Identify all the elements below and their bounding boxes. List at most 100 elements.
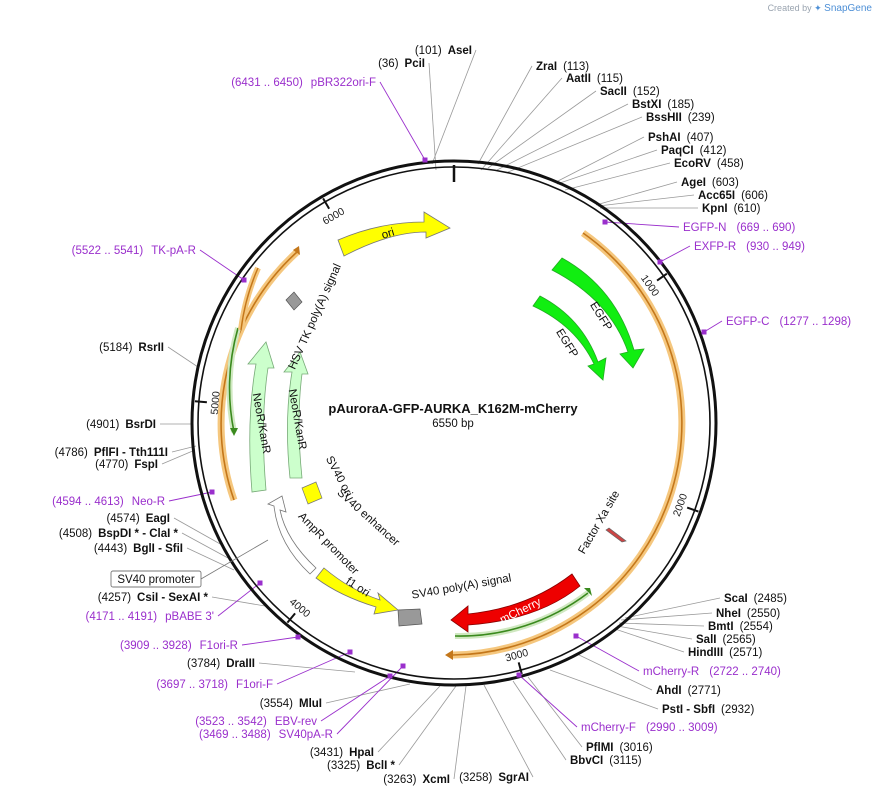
restriction-site-label[interactable]: (3263)XcmI — [383, 774, 450, 786]
feature-neor-outer-arrow — [247, 341, 275, 493]
primer-leader — [336, 665, 404, 735]
restriction-site-label[interactable]: PshAI(407) — [648, 132, 714, 144]
orf-line-left-inner — [228, 327, 239, 433]
restriction-site-label[interactable]: AatII(115) — [566, 73, 623, 85]
site-leader — [555, 136, 645, 183]
site-leader — [480, 77, 563, 171]
restriction-site-label[interactable]: KpnI(610) — [702, 203, 761, 215]
orf-line-right — [452, 232, 683, 656]
primer-label[interactable]: (4594 .. 4613)Neo-R — [52, 496, 165, 508]
restriction-site-label[interactable]: PflMI(3016) — [586, 742, 653, 754]
site-leader — [527, 676, 583, 748]
restriction-site-label[interactable]: PaqCI(412) — [661, 145, 727, 157]
feature-sv40-promoter-box: SV40 promoter — [110, 539, 269, 588]
restriction-site-label[interactable]: (3258)SgrAI — [459, 772, 529, 784]
feature-sv40-ori-box — [301, 481, 323, 505]
restriction-site-label[interactable]: AgeI(603) — [681, 177, 739, 189]
tick-label: 6000 — [321, 205, 347, 227]
primer-mark — [209, 489, 215, 495]
primer-mark — [387, 673, 393, 679]
orf-arrow-left-outer — [293, 246, 300, 255]
primer-label[interactable]: (4171 .. 4191)pBABE 3' — [86, 611, 214, 623]
feature-mcherry-arrow — [450, 573, 581, 633]
primer-label[interactable]: mCherry-R(2722 .. 2740) — [643, 666, 781, 678]
restriction-site-label[interactable]: ZraI(113) — [536, 61, 589, 73]
site-leader — [167, 346, 199, 368]
restriction-site-label[interactable]: BstXI(185) — [632, 99, 694, 111]
site-leader — [576, 653, 653, 691]
restriction-site-label[interactable]: HindIII(2571) — [688, 647, 763, 659]
restriction-site-label[interactable]: BssHII(239) — [646, 112, 715, 124]
restriction-site-label[interactable]: EcoRV(458) — [674, 158, 744, 170]
feature-factor-xa-mark — [605, 527, 627, 543]
tick-mark — [322, 197, 331, 210]
tick-label: 4000 — [287, 596, 313, 620]
primer-label[interactable]: EGFP-C(1277 .. 1298) — [726, 316, 851, 328]
primer-label[interactable]: EXFP-R(930 .. 949) — [694, 241, 805, 253]
primer-label[interactable]: (3697 .. 3718)F1ori-F — [156, 679, 273, 691]
primer-mark — [602, 219, 608, 225]
restriction-site-label[interactable]: SalI(2565) — [696, 634, 756, 646]
site-leader — [453, 685, 467, 780]
site-leader — [211, 596, 266, 607]
site-leader — [549, 669, 659, 710]
primer-leader — [659, 245, 691, 263]
restriction-site-label[interactable]: SacII(152) — [600, 86, 660, 98]
plasmid-size: 6550 bp — [432, 418, 474, 430]
restriction-site-label[interactable]: BbvCI(3115) — [570, 755, 642, 767]
site-leader — [477, 65, 533, 165]
restriction-site-label[interactable]: (4443)BglI - SfiI — [94, 543, 183, 555]
feature-egfp-inner-arrow — [532, 295, 607, 381]
site-leader — [512, 680, 567, 761]
primer-mark — [295, 634, 301, 640]
restriction-site-label[interactable]: (4901)BsrDI — [86, 419, 156, 431]
site-leader — [161, 449, 196, 465]
restriction-site-label[interactable]: (5184)RsrII — [99, 342, 164, 354]
primer-leader — [320, 675, 391, 722]
feature-factor-xa-label: Factor Xa site — [576, 489, 622, 556]
primer-label[interactable]: (3909 .. 3928)F1ori-R — [120, 640, 238, 652]
primer-label[interactable]: EGFP-N(669 .. 690) — [683, 222, 795, 234]
restriction-site-label[interactable]: (3431)HpaI — [310, 747, 374, 759]
restriction-site-label[interactable]: AhdI(2771) — [656, 685, 721, 697]
restriction-site-label[interactable]: (3554)MluI — [260, 698, 322, 710]
orf-line-left-mid — [240, 267, 259, 331]
restriction-site-label[interactable]: (4770)FspI — [95, 459, 158, 471]
restriction-site-label[interactable]: (4508)BspDI * - ClaI * — [59, 528, 179, 540]
primer-leader — [604, 221, 680, 228]
restriction-site-label[interactable]: (4786)PflFI - Tth111I — [55, 447, 168, 459]
restriction-site-label[interactable]: (101)AseI — [415, 45, 472, 57]
restriction-site-label[interactable]: NheI(2550) — [716, 608, 780, 620]
feature-ori-arrow — [337, 211, 451, 257]
restriction-site-label[interactable]: Acc65I(606) — [698, 190, 768, 202]
primer-label[interactable]: (6431 .. 6450)pBR322ori-F — [231, 77, 376, 89]
primer-marks — [209, 157, 707, 679]
restriction-site-label[interactable]: BmtI(2554) — [708, 621, 773, 633]
tick-mark — [194, 400, 207, 404]
site-leader — [595, 181, 678, 206]
primer-label[interactable]: mCherry-F(2990 .. 3009) — [581, 722, 718, 734]
restriction-site-label[interactable]: (4574)EagI — [106, 513, 170, 525]
feature-sv40-promoter-label: SV40 promoter — [117, 574, 195, 586]
restriction-site-label[interactable]: (4257)CsiI - SexAI * — [98, 592, 209, 604]
primer-leader — [518, 674, 578, 728]
feature-sv40-polya-box — [397, 608, 423, 627]
primer-label[interactable]: (3523 .. 3542)EBV-rev — [195, 716, 317, 728]
restriction-site-label[interactable]: PstI - SbfI(2932) — [662, 704, 754, 716]
leader-lines — [160, 49, 723, 780]
site-leader — [173, 517, 223, 546]
orf-arrow-right — [445, 650, 453, 660]
restriction-site-label[interactable]: (3784)DraIII — [187, 658, 255, 670]
primer-label[interactable]: (5522 .. 5541)TK-pA-R — [72, 245, 196, 257]
site-leader — [620, 612, 713, 621]
primer-leader — [168, 491, 213, 502]
primer-label[interactable]: (3469 .. 3488)SV40pA-R — [199, 729, 333, 741]
restriction-site-label[interactable]: (36)PciI — [378, 58, 425, 70]
site-leader — [325, 683, 411, 704]
restriction-site-label[interactable]: ScaI(2485) — [724, 593, 787, 605]
restriction-site-label[interactable]: (3325)BclI * — [327, 760, 396, 772]
site-labels: (101)AseI(36)PciI ZraI(113)AatII(115)SacI… — [52, 45, 851, 786]
feature-sv40-polya-label: SV40 poly(A) signal — [411, 572, 513, 601]
site-leader — [507, 116, 643, 173]
site-leader — [186, 547, 235, 571]
